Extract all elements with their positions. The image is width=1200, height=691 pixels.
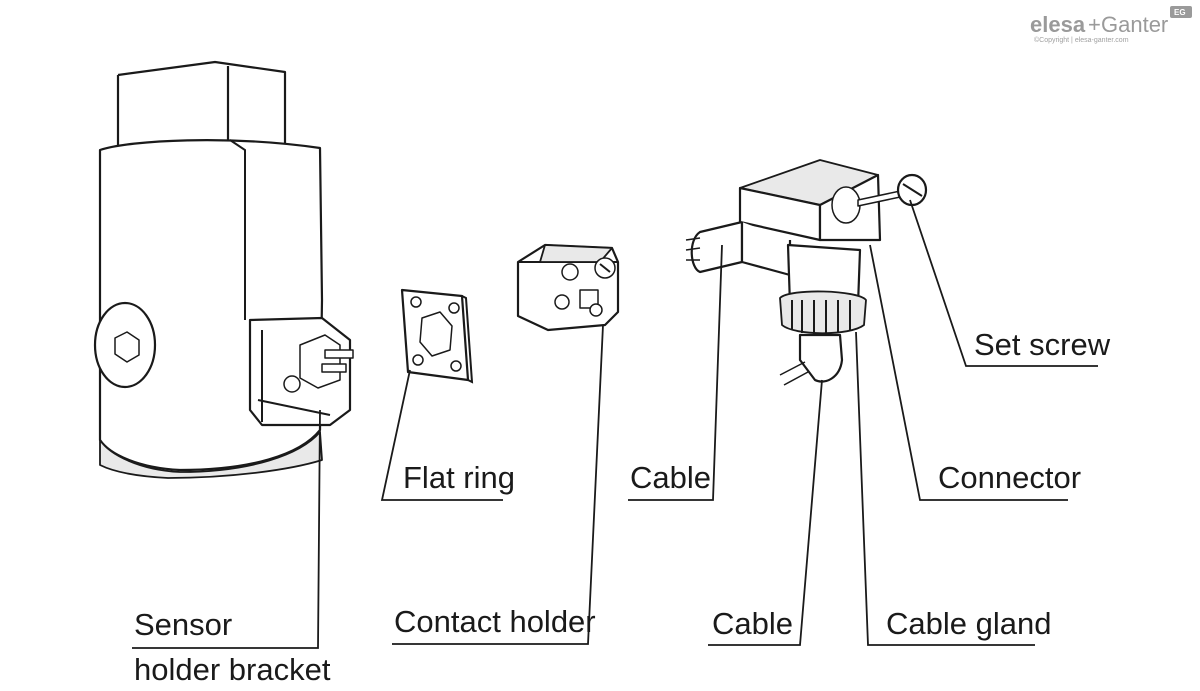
- label-cable-upper: Cable: [630, 460, 711, 495]
- logo-brand-right: Ganter: [1101, 12, 1168, 37]
- label-flat-ring: Flat ring: [403, 460, 515, 495]
- logo-badge: EG: [1174, 8, 1186, 17]
- contact-holder-drawing: [516, 243, 620, 332]
- sensor-holder-bracket-drawing: [93, 60, 354, 479]
- label-sensor-holder-bracket-line1: Sensor: [134, 607, 232, 642]
- logo-brand-left: elesa: [1030, 12, 1086, 37]
- elesa-ganter-logo: elesa + Ganter EG ©Copyright | elesa-gan…: [1030, 6, 1192, 44]
- flat-ring-drawing: [400, 288, 474, 384]
- label-sensor-holder-bracket-line2: holder bracket: [134, 652, 331, 687]
- logo-brand-separator: +: [1088, 12, 1101, 37]
- connector-drawing: [685, 159, 928, 386]
- label-cable-lower: Cable: [712, 606, 793, 641]
- leader-lines: [132, 199, 1098, 649]
- logo-copyright: ©Copyright | elesa-ganter.com: [1034, 36, 1129, 44]
- label-cable-gland: Cable gland: [886, 606, 1051, 641]
- label-contact-holder: Contact holder: [394, 604, 596, 639]
- label-set-screw: Set screw: [974, 327, 1111, 362]
- label-connector: Connector: [938, 460, 1081, 495]
- logo-badge-box: [1170, 6, 1192, 18]
